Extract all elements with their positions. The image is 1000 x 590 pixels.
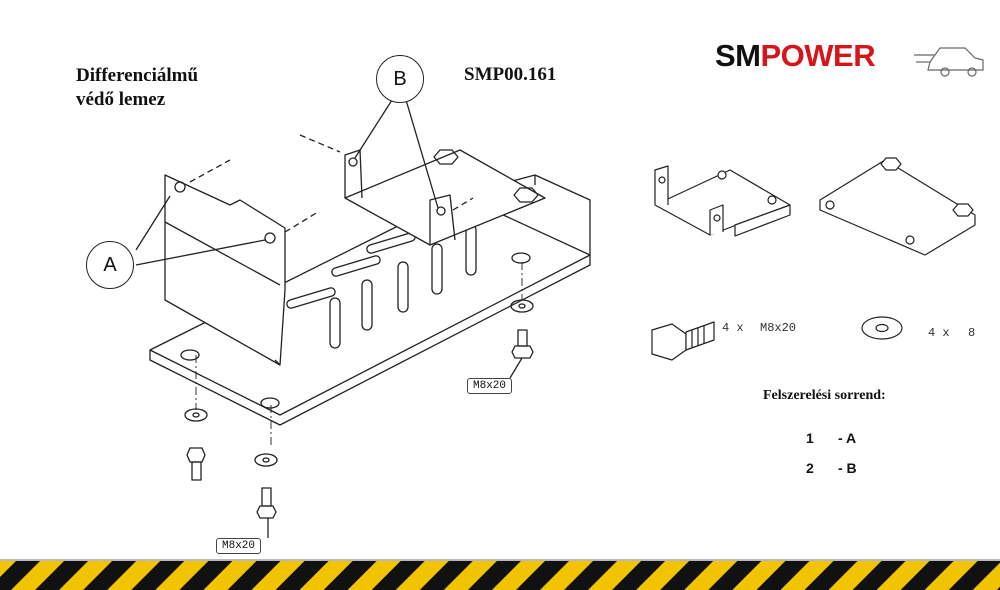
install-step-2-part: - B (838, 460, 857, 476)
title-line-1: Differenciálmű (76, 65, 199, 86)
bracket-a (164, 174, 286, 366)
install-step-1-num: 1 (806, 430, 814, 446)
bolt-size: M8x20 (760, 321, 797, 335)
bolt-label-right: M8x20 (467, 378, 513, 394)
bracket-b (344, 149, 546, 246)
install-step-1-part: - A (838, 430, 857, 446)
washer-size: 8 (968, 326, 976, 340)
logo-text-power: POWER (760, 38, 876, 73)
bolt-label-bottom: M8x20 (216, 538, 262, 554)
detail-bracket-b-view (654, 165, 791, 237)
hazard-stripe-border (0, 560, 1000, 590)
logo-text-sm: SM (715, 38, 761, 73)
skid-plate (149, 174, 591, 426)
washer-illustration (861, 316, 903, 340)
page-title: Differenciálmű védő lemez (76, 64, 198, 112)
install-step-2-num: 2 (806, 460, 814, 476)
title-line-2: védő lemez (76, 89, 166, 110)
detail-bracket-a-view (819, 157, 976, 256)
bolt-qty: 4 x (722, 321, 744, 335)
callout-b: B (376, 55, 424, 103)
logo-car-icon (914, 47, 984, 77)
product-code: SMP00.161 (464, 64, 557, 85)
bolt-illustration (651, 321, 715, 361)
brand-logo: SMPOWER (715, 38, 876, 74)
install-order-title: Felszerelési sorrend: (763, 388, 886, 403)
callout-a: A (86, 241, 134, 289)
washer-qty: 4 x (928, 326, 950, 340)
